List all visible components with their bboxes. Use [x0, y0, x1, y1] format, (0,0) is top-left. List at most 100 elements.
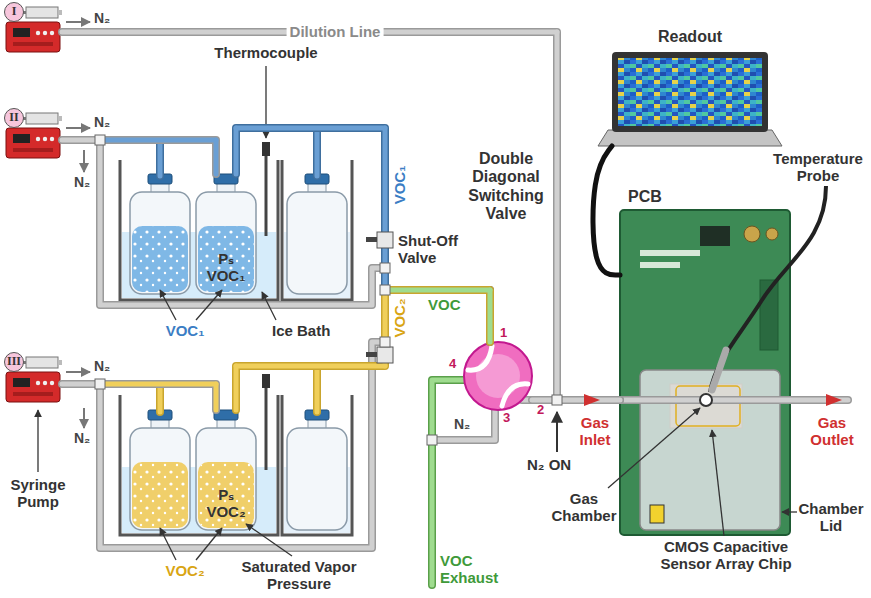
voc2-liquid [132, 462, 188, 528]
ice-water [284, 467, 350, 533]
thermocouple [265, 150, 268, 236]
valve-channel [502, 384, 528, 406]
node-label: PCB [628, 188, 662, 206]
tube-segment [385, 288, 490, 293]
flow-arrow [66, 371, 90, 373]
thermocouple-handle [262, 142, 270, 156]
voc2-liquid [198, 462, 254, 528]
tube-connector [236, 128, 490, 342]
gas-chamber [700, 394, 712, 406]
callout-label: Saturated Vapor Pressure [232, 558, 366, 593]
leader-line [196, 528, 222, 560]
tube [522, 396, 534, 404]
bubbles [198, 462, 254, 528]
valve-handle [366, 352, 377, 357]
chamber-lid [640, 370, 780, 530]
tube [522, 398, 534, 403]
node-label: Readout [598, 28, 782, 46]
callout-label: Thermocouple [214, 44, 318, 61]
saturator-bottle: Pₛ VOC₂ [194, 410, 258, 532]
tube-connector [236, 290, 490, 410]
text-holder: 4 [449, 357, 456, 372]
tube-outline [236, 128, 490, 342]
tee-fitting [427, 435, 437, 445]
tube-connector [593, 146, 620, 275]
text-holder: 1 [500, 326, 507, 341]
laptop-screen [612, 52, 768, 132]
leader-line [196, 290, 222, 320]
text-holder: N₂ [454, 416, 470, 432]
ice-water [122, 467, 276, 533]
tube-outline [62, 384, 216, 410]
sensor-chip [670, 384, 742, 428]
callout-label: VOC₂ [160, 562, 210, 579]
tube-segment [555, 32, 560, 400]
chamber-outline [676, 386, 740, 426]
temperature-probe [712, 350, 726, 390]
leader-lines [38, 66, 797, 560]
text-holder: I [4, 2, 24, 22]
callout-label: N₂ [74, 430, 90, 446]
tee-fitting [380, 263, 390, 273]
bubbles [132, 226, 188, 292]
callout-label: N₂ [94, 358, 110, 374]
node-label: Syringe Pump [2, 476, 74, 511]
gas-line [620, 400, 848, 401]
text-holder: CMOS Capacitive Sensor Array Chip [646, 538, 806, 573]
tube-segment [100, 138, 216, 143]
tube-segment [236, 126, 385, 131]
text-holder: VOC Exhaust [440, 552, 510, 587]
leader-line [608, 408, 700, 488]
tee-fitting [552, 395, 562, 405]
text-holder: Temperature Probe [770, 150, 866, 185]
silkscreen-mark [640, 250, 700, 256]
bubbler-bottle [130, 410, 190, 530]
data-cable [593, 146, 620, 275]
trap-bottle [287, 410, 347, 530]
callout-label: Chamber Lid [795, 500, 867, 535]
tube-outline [62, 140, 216, 174]
n2-tube [432, 410, 495, 440]
tube [158, 140, 163, 176]
syringe-pump: IIISyringe Pump [4, 352, 62, 404]
flow-arrow [556, 412, 558, 452]
leader-line [246, 524, 292, 556]
capacitance-heatmap [618, 58, 762, 126]
callout-label: Temperature Probe [770, 150, 866, 185]
leader-line [160, 528, 176, 560]
valve-rotor [476, 354, 520, 398]
tube [620, 396, 700, 404]
text-holder: VOC₁ [160, 322, 210, 339]
callout-label: Gas Chamber [548, 490, 620, 525]
callout-label: N₂ [94, 114, 110, 130]
node-label: Double Diagonal Switching Valve [462, 150, 550, 224]
tube-segment [532, 398, 620, 403]
tube-segment [214, 140, 219, 174]
tube-segment [100, 382, 216, 387]
pcb-component [700, 226, 730, 246]
tube-segment [488, 290, 493, 342]
leader-line [782, 511, 797, 512]
tube [712, 396, 848, 404]
callout-number: I [4, 2, 24, 22]
tube-segment [234, 128, 239, 174]
tube [158, 384, 163, 412]
bypass-tube [100, 140, 382, 305]
flow-arrow [66, 127, 90, 129]
tee-fitting [95, 379, 105, 389]
valve-body [377, 232, 393, 248]
pcb-board [620, 210, 790, 535]
callout-label: VOC Exhaust [440, 552, 510, 587]
tube [156, 384, 164, 412]
tube-segment [236, 364, 385, 369]
leader-line [160, 290, 176, 320]
tube-outline [62, 32, 620, 400]
tube-segment [214, 384, 219, 410]
tube-segment [234, 366, 239, 410]
tube-connector [62, 32, 620, 400]
gas-inlet-arrow [584, 394, 600, 406]
bath-container [282, 160, 352, 300]
flow-arrow [66, 21, 90, 23]
tube-segment [557, 398, 620, 403]
text-holder: PCB [628, 188, 662, 206]
